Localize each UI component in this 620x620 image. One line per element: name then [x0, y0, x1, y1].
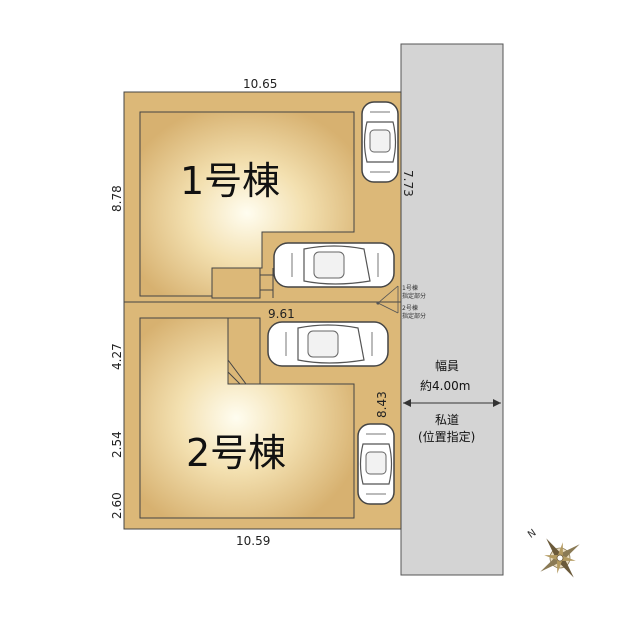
building-2-label: 2号棟	[186, 431, 286, 475]
dim-boundary: 9.61	[268, 307, 295, 321]
building-1-label: 1号棟	[180, 159, 280, 203]
dim-lot1-right: 7.73	[401, 170, 415, 197]
corner-note: 1号棟 指定部分 2号棟 指定部分	[376, 284, 426, 320]
building-1-footprint	[139, 111, 355, 297]
road-width-arrow	[403, 399, 501, 407]
building-2-entry-step	[227, 317, 261, 385]
road-type-note: (位置指定)	[418, 429, 475, 444]
dim-lot2-left-mid: 2.54	[110, 431, 124, 458]
dim-lot2-left-lower: 2.60	[110, 492, 124, 519]
dim-lot2-right: 8.43	[375, 391, 389, 418]
car-icon	[273, 242, 395, 288]
dim-lot1-top: 10.65	[243, 77, 277, 91]
car-icon	[267, 321, 389, 367]
car-icon	[357, 423, 395, 505]
private-road	[400, 43, 504, 576]
road-width-label: 幅員	[435, 358, 459, 373]
building-1-entry-step	[211, 267, 261, 299]
dim-lot1-left: 8.78	[110, 185, 124, 212]
road-type-label: 私道	[435, 413, 459, 427]
dim-lot2-left-upper: 4.27	[110, 343, 124, 370]
dim-lot2-bottom: 10.59	[236, 534, 270, 548]
car-icon	[361, 101, 399, 183]
svg-text:指定部分: 指定部分	[402, 292, 426, 300]
road-width-value: 約4.00m	[420, 378, 470, 393]
compass-north-label: N	[526, 528, 538, 541]
svg-text:1号棟: 1号棟	[402, 284, 418, 292]
svg-text:2号棟: 2号棟	[402, 304, 418, 312]
svg-text:指定部分: 指定部分	[402, 312, 426, 320]
compass-icon: N	[526, 528, 580, 578]
